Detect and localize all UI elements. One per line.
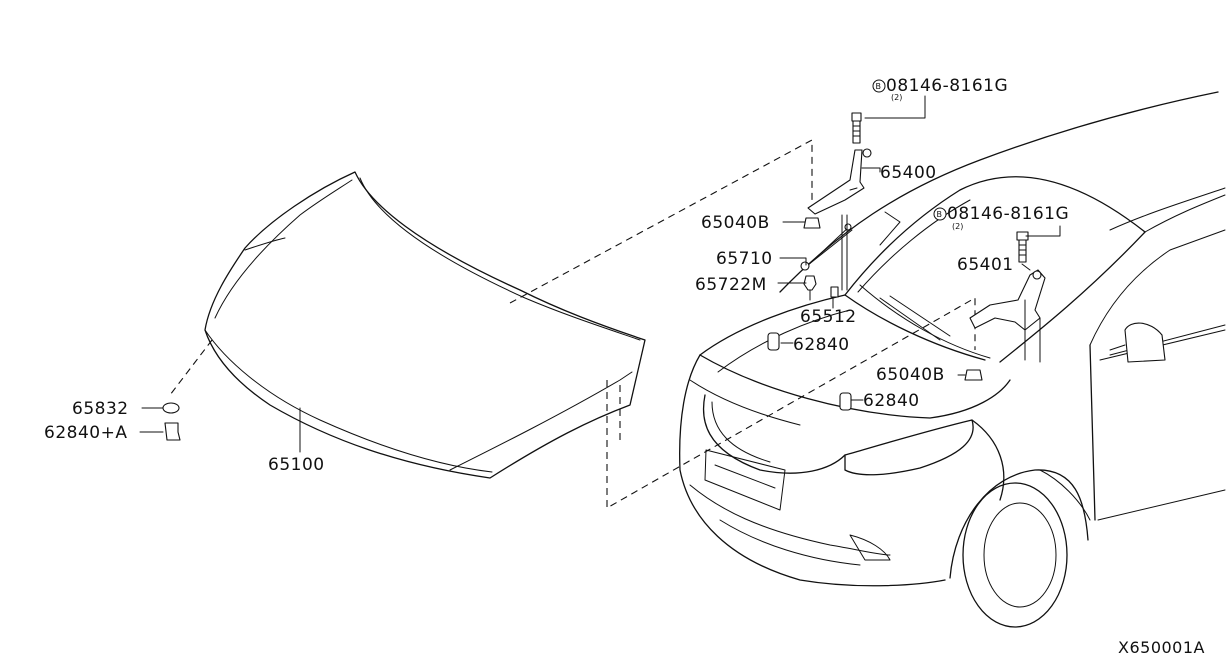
label-nut-left: 65040B (701, 213, 770, 233)
stay-rod[interactable] (800, 214, 853, 291)
label-rubber-a: 62840+A (44, 423, 127, 443)
rubber-a[interactable] (164, 422, 181, 441)
label-grommet: 65512 (800, 307, 857, 327)
bolt-marker-right: B (933, 207, 947, 221)
grommet[interactable] (830, 286, 839, 298)
label-hood: 65100 (268, 455, 325, 475)
nut-left[interactable] (803, 217, 821, 229)
label-bolt-right-qty: (2) (952, 222, 963, 231)
label-bolt-top: 08146-8161G (886, 76, 1008, 96)
svg-text:B: B (876, 82, 882, 91)
drawing-code: X650001A (1118, 638, 1205, 657)
clip[interactable] (803, 275, 817, 301)
car-body (679, 91, 1226, 628)
bolt-marker-top: B (872, 79, 886, 93)
hood-hinge-left[interactable] (807, 148, 872, 215)
hood-panel[interactable] (204, 171, 646, 479)
label-hinge-left: 65400 (880, 163, 937, 183)
label-clip: 65722M (695, 275, 767, 295)
hood-hinge-right[interactable] (969, 269, 1046, 363)
label-rubber-1: 62840 (793, 335, 850, 355)
label-bolt-top-qty: (2) (891, 93, 902, 102)
bolt-top[interactable] (851, 112, 862, 144)
seal[interactable] (162, 402, 180, 414)
bolt-right[interactable] (1016, 231, 1029, 263)
label-rubber-2: 62840 (863, 391, 920, 411)
label-hinge-right: 65401 (957, 255, 1014, 275)
label-bolt-right: 08146-8161G (947, 204, 1069, 224)
nut-right[interactable] (964, 369, 983, 381)
leader-lines (139, 95, 1061, 453)
rubber-1[interactable] (767, 332, 780, 351)
label-nut-right: 65040B (876, 365, 945, 385)
rubber-2[interactable] (839, 392, 852, 411)
label-stay-rod: 65710 (716, 249, 773, 269)
svg-text:B: B (937, 210, 943, 219)
label-seal: 65832 (72, 399, 129, 419)
